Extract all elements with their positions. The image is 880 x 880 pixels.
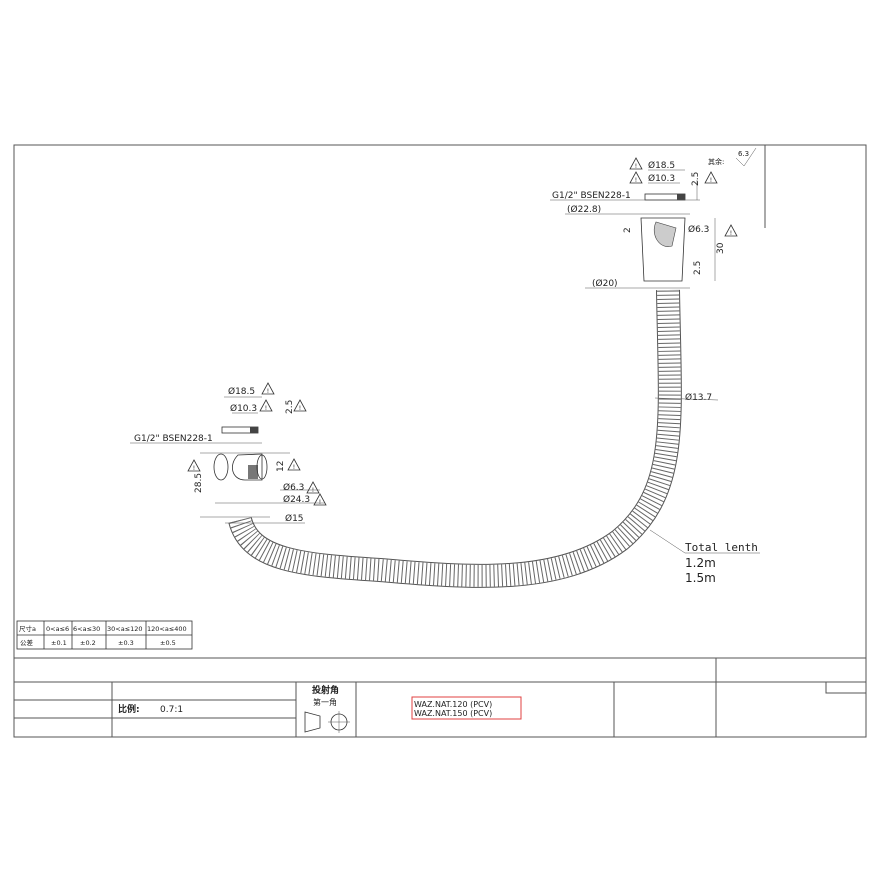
warning-triangle-icon	[187, 459, 201, 473]
top-thickness: 2.5	[691, 172, 701, 186]
total-length-value: 1.2m	[685, 556, 716, 570]
top-fitting: Ø18.5 Ø10.3 2.5 G1/2" BSEN228-1 (Ø22.8) …	[550, 147, 757, 289]
left-d-body: Ø24.3	[283, 494, 310, 505]
total-length-label: Total lenth	[685, 541, 758, 554]
table-header: 6<a≤30	[73, 625, 100, 633]
total-length-value: 1.5m	[685, 571, 716, 585]
title-block: 比例: 0.7:1 投射角 第一角 WAZ.NAT.120 (PCV) WAZ.…	[14, 657, 866, 737]
left-d-inner: Ø10.3	[230, 403, 257, 414]
warning-triangle-icon	[629, 171, 643, 185]
scale-label: 比例:	[118, 703, 140, 715]
warning-triangle-icon	[704, 171, 718, 185]
warning-triangle-icon	[724, 224, 738, 238]
warning-triangle-icon	[306, 481, 320, 495]
first-angle-projection-icon	[304, 711, 350, 733]
top-thread: G1/2" BSEN228-1	[552, 191, 631, 201]
warning-triangle-icon	[259, 399, 273, 413]
model-number: WAZ.NAT.120 (PCV)	[414, 700, 492, 709]
projection-label: 投射角	[312, 684, 339, 696]
warning-triangle-icon	[261, 382, 275, 396]
left-thickness: 2.5	[285, 400, 295, 414]
table-header: 0<a≤6	[46, 625, 69, 633]
top-d-hole: Ø6.3	[688, 224, 709, 235]
table-cell: ±0.2	[80, 639, 96, 647]
table-cell: ±0.1	[51, 639, 67, 647]
warning-triangle-icon	[313, 493, 327, 507]
top-height: 30	[716, 242, 726, 254]
table-header: 尺寸a	[19, 624, 36, 633]
table-cell: 公差	[20, 638, 34, 647]
left-d-hole: Ø6.3	[283, 482, 304, 493]
left-d-outer: Ø18.5	[228, 386, 255, 397]
projection-value: 第一角	[313, 697, 337, 707]
top-d-body: (Ø22.8)	[567, 204, 601, 215]
hose-diameter: Ø13.7	[685, 392, 712, 403]
left-thread: G1/2" BSEN228-1	[134, 434, 213, 444]
top-d-outer: Ø18.5	[648, 160, 675, 171]
warning-triangle-icon	[287, 458, 301, 472]
top-d-base: (Ø20)	[592, 278, 618, 289]
table-header: 120<a≤400	[147, 625, 187, 633]
table-header: 30<a≤120	[107, 625, 143, 633]
warning-triangle-icon	[629, 157, 643, 171]
top-gap: 2	[623, 227, 633, 233]
left-fitting: Ø18.5 Ø10.3 2.5 G1/2" BSEN228-1 28.5 12 …	[130, 382, 327, 524]
table-cell: ±0.3	[118, 639, 134, 647]
left-height: 28.5	[194, 473, 204, 493]
warning-triangle-icon	[293, 399, 307, 413]
drawing-frame	[13, 144, 867, 738]
model-highlight-box	[411, 696, 522, 720]
corrugated-hose	[228, 289, 682, 588]
top-d-inner: Ø10.3	[648, 173, 675, 184]
table-cell: ±0.5	[160, 639, 176, 647]
top-wall: 2.5	[693, 261, 703, 275]
left-d-neck: Ø15	[285, 513, 304, 524]
scale-value: 0.7:1	[160, 705, 183, 715]
model-number: WAZ.NAT.150 (PCV)	[414, 709, 492, 718]
left-hole-height: 12	[276, 461, 286, 472]
tolerance-table: 尺寸a 0<a≤6 6<a≤30 30<a≤120 120<a≤400 公差 ±…	[16, 620, 193, 650]
surface-finish-value: 6.3	[738, 150, 749, 158]
surface-finish-label: 其余:	[708, 157, 724, 166]
surface-finish-icon	[735, 147, 757, 167]
